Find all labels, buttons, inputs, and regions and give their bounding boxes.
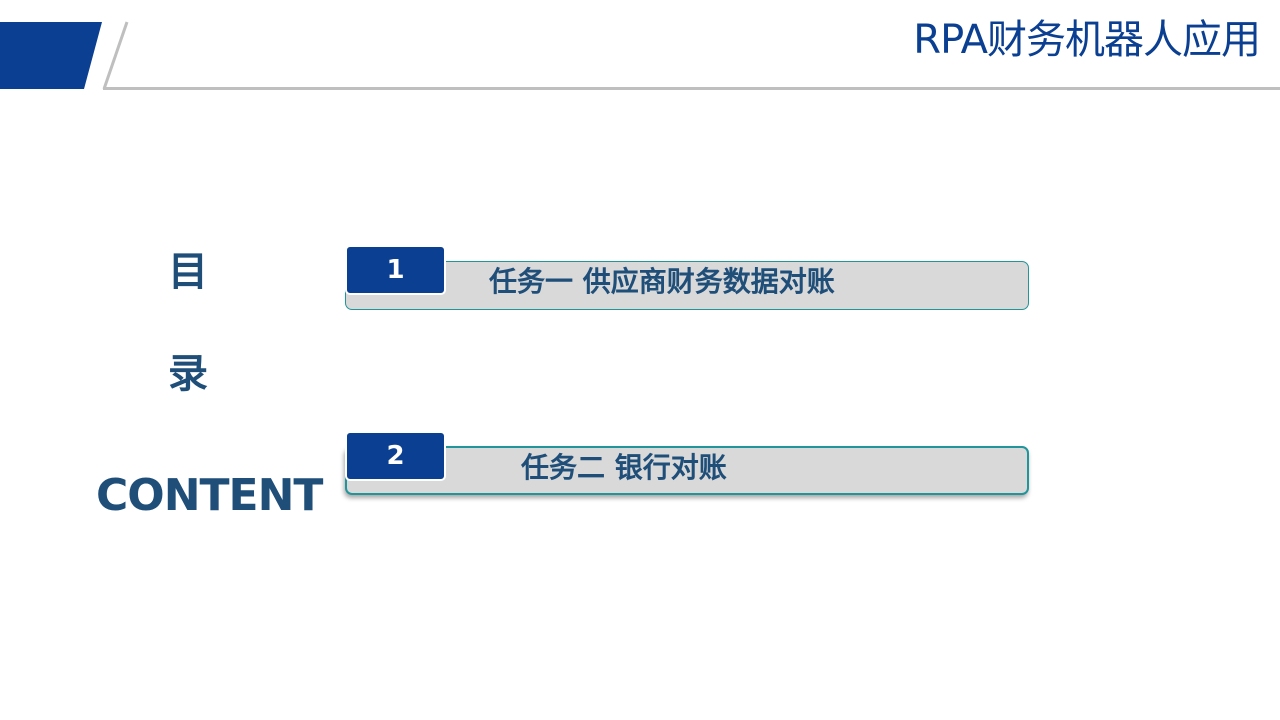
header-accent-block	[0, 22, 102, 89]
header-decoration	[0, 21, 1280, 90]
toc-item-1-label: 任务一 供应商财务数据对账	[489, 265, 835, 298]
toc-heading-char-2: 录	[168, 351, 208, 397]
toc-item-2-number: 2	[345, 431, 446, 481]
toc-item-1-bar[interactable]	[345, 261, 1029, 310]
toc-item-2-label: 任务二 银行对账	[521, 451, 727, 484]
toc-item-2-bar[interactable]	[345, 446, 1029, 495]
header-slash-line	[102, 21, 129, 90]
toc-heading-char-1: 目	[168, 249, 208, 295]
slide-title: RPA财务机器人应用	[913, 17, 1261, 63]
toc-item-1-number: 1	[345, 245, 446, 295]
toc-heading-english: CONTENT	[96, 470, 323, 521]
